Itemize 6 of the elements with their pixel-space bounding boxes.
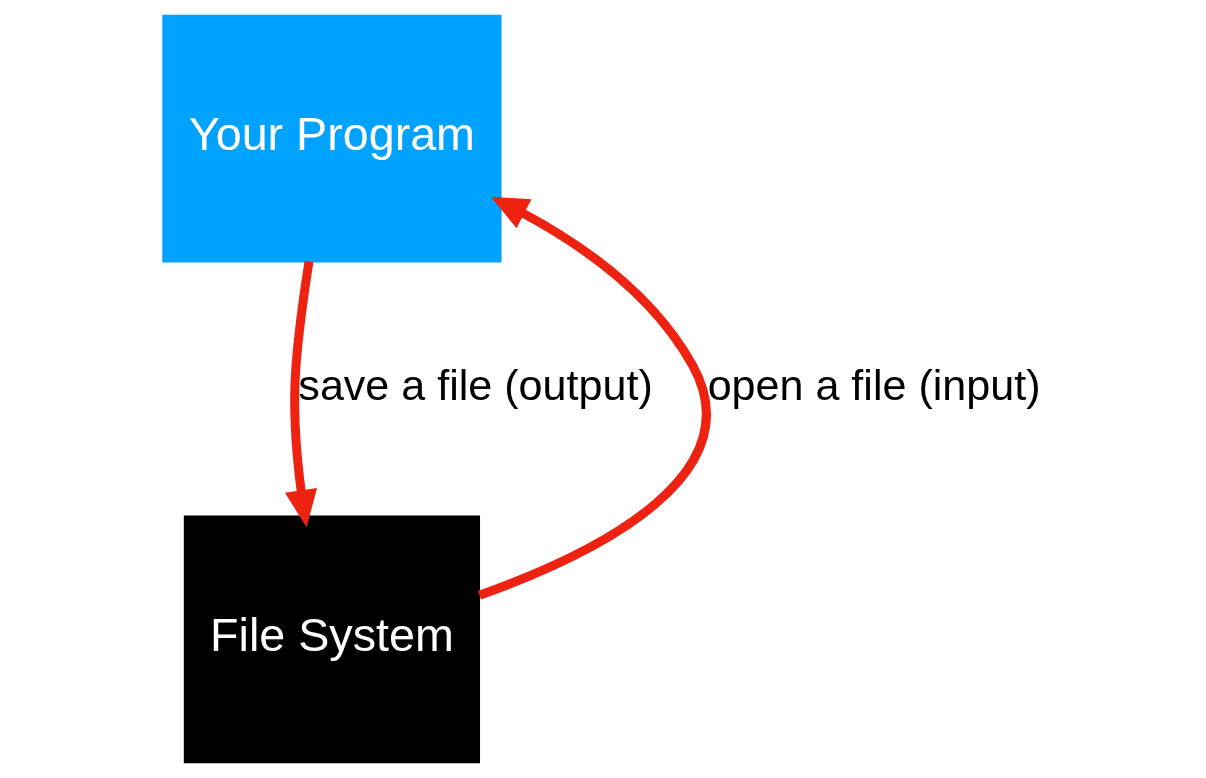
edge-label: save a file (output): [298, 361, 653, 410]
arrow: [284, 260, 318, 528]
arrow: [477, 196, 711, 600]
node-box: Your Program: [162, 14, 502, 263]
edge-label: open a file (input): [707, 361, 1041, 410]
node-box: File System: [183, 515, 481, 764]
